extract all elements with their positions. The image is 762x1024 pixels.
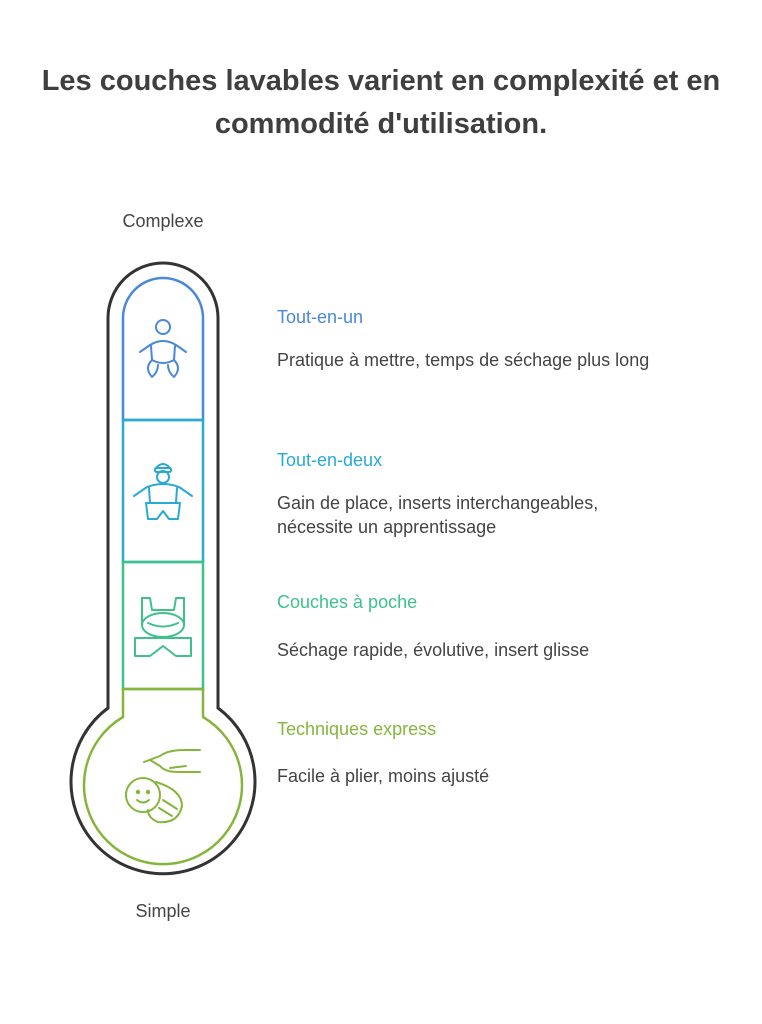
item-desc-couches-a-poche: Séchage rapide, évolutive, insert glisse: [277, 640, 590, 660]
segment-techniques-express: [82, 687, 244, 866]
diaper-pocket-icon: [134, 597, 192, 657]
segment-tout-en-deux: [121, 418, 205, 564]
item-title-tout-en-un: Tout-en-un: [277, 307, 364, 327]
swaddled-baby-hand-icon: [125, 749, 201, 824]
segment-tout-en-un: [121, 276, 205, 422]
page-title: Les couches lavables varient en complexi…: [41, 65, 721, 140]
thermometer-outline: [69, 261, 257, 876]
item-title-techniques-express: Techniques express: [277, 719, 437, 739]
scale-bottom-label: Simple: [135, 901, 191, 921]
item-desc-tout-en-deux: Gain de place, inserts interchangeables,…: [277, 493, 599, 537]
item-title-tout-en-deux: Tout-en-deux: [277, 450, 383, 470]
scale-top-label: Complexe: [122, 211, 204, 231]
baby-diaper-icon: [133, 463, 193, 520]
item-title-couches-a-poche: Couches à poche: [277, 592, 418, 612]
item-desc-techniques-express: Facile à plier, moins ajusté: [277, 766, 490, 786]
item-desc-tout-en-un: Pratique à mettre, temps de séchage plus…: [277, 350, 650, 370]
baby-icon: [139, 319, 187, 378]
